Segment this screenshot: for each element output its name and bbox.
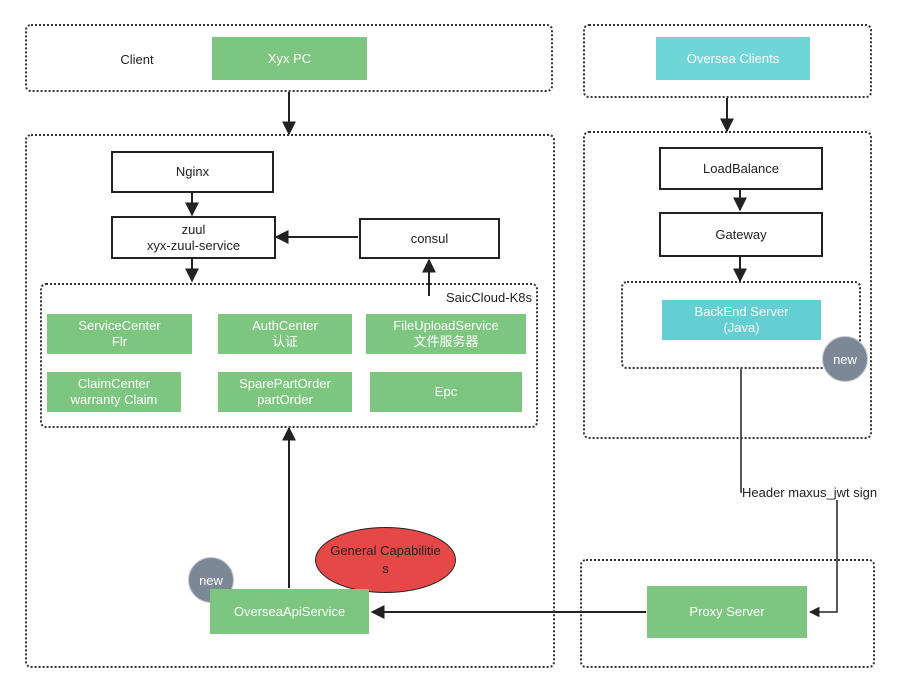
oversea-clients-group (583, 24, 872, 98)
general-capabilities-node[interactable]: General Capabilitie s (315, 527, 456, 593)
auth-center-node[interactable]: AuthCenter 认证 (218, 314, 352, 354)
oversea-api-service-node[interactable]: OverseaApiService (210, 589, 369, 634)
service-center-node[interactable]: ServiceCenter Flr (47, 314, 192, 354)
k8s-group (40, 283, 538, 428)
oversea-stack-group (583, 131, 872, 439)
gateway-node[interactable]: Gateway (659, 212, 823, 257)
zuul-node[interactable]: zuul xyx-zuul-service (111, 216, 276, 259)
k8s-label: SaicCloud-K8s (446, 290, 532, 305)
consul-node[interactable]: consul (359, 218, 500, 259)
edge-label-header: Header maxus_jwt sign (742, 485, 878, 500)
client-label: Client (120, 52, 154, 67)
core-platform-group (25, 134, 555, 668)
spare-part-order-node[interactable]: SparePartOrder partOrder (218, 372, 352, 412)
xyx-pc-node[interactable]: Xyx PC (212, 37, 367, 80)
nginx-node[interactable]: Nginx (111, 151, 274, 193)
backend-group (621, 281, 861, 369)
backend-server-node[interactable]: BackEnd Server (Java) (662, 300, 821, 340)
new-badge-backend: new (822, 336, 868, 382)
proxy-server-node[interactable]: Proxy Server (647, 586, 807, 638)
proxy-group (580, 559, 875, 668)
oversea-clients-node[interactable]: Oversea Clients (656, 37, 810, 80)
file-upload-service-node[interactable]: FileUploadService 文件服务器 (366, 314, 526, 354)
load-balance-node[interactable]: LoadBalance (659, 147, 823, 190)
client-group (25, 24, 553, 92)
claim-center-node[interactable]: ClaimCenter warranty Claim (47, 372, 181, 412)
epc-node[interactable]: Epc (370, 372, 522, 412)
